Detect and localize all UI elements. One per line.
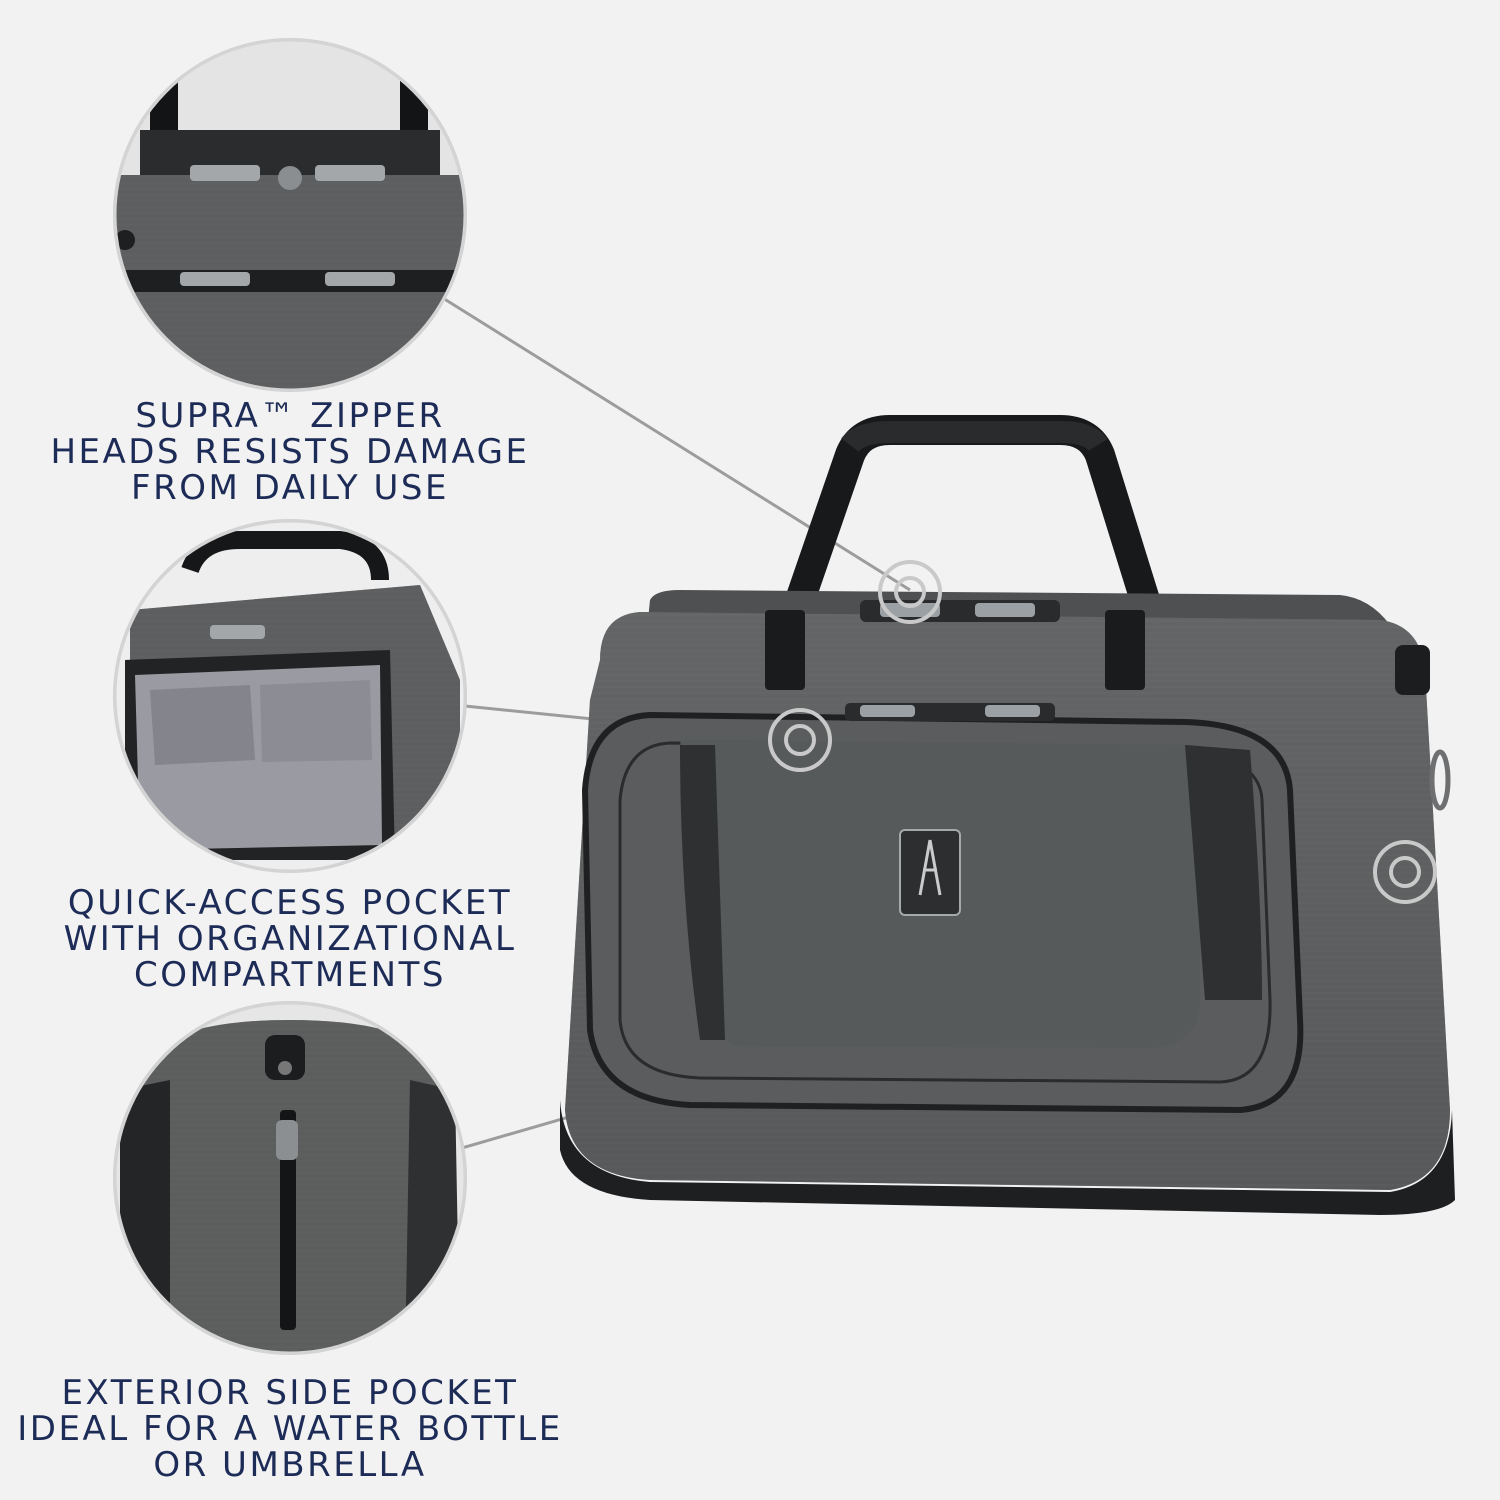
main-bag-photo — [560, 415, 1455, 1215]
caption-line: HEADS RESISTS DAMAGE — [50, 432, 530, 472]
zipper-detail-photo — [113, 38, 467, 392]
caption-line: FROM DAILY USE — [131, 468, 449, 508]
target-ring-pocket — [768, 708, 832, 772]
caption-line: SUPRA™ ZIPPER — [135, 396, 445, 436]
brand-logo — [899, 829, 961, 916]
caption-line: EXTERIOR SIDE POCKET — [61, 1373, 519, 1413]
open-pocket-photo — [113, 519, 467, 873]
caption-pocket: QUICK-ACCESS POCKET WITH ORGANIZATIONAL … — [0, 885, 580, 993]
target-ring-side-pocket — [1373, 840, 1437, 904]
caption-line: OR UMBRELLA — [153, 1445, 427, 1485]
caption-line: WITH ORGANIZATIONAL — [63, 919, 517, 959]
side-pocket-photo — [113, 1001, 467, 1355]
caption-line: COMPARTMENTS — [134, 955, 446, 995]
caption-line: QUICK-ACCESS POCKET — [67, 883, 513, 923]
caption-side-pocket: EXTERIOR SIDE POCKET IDEAL FOR A WATER B… — [0, 1375, 580, 1483]
caption-line: IDEAL FOR A WATER BOTTLE — [17, 1409, 563, 1449]
caption-zipper: SUPRA™ ZIPPER HEADS RESISTS DAMAGE FROM … — [0, 398, 580, 506]
target-ring-zipper — [878, 560, 942, 624]
